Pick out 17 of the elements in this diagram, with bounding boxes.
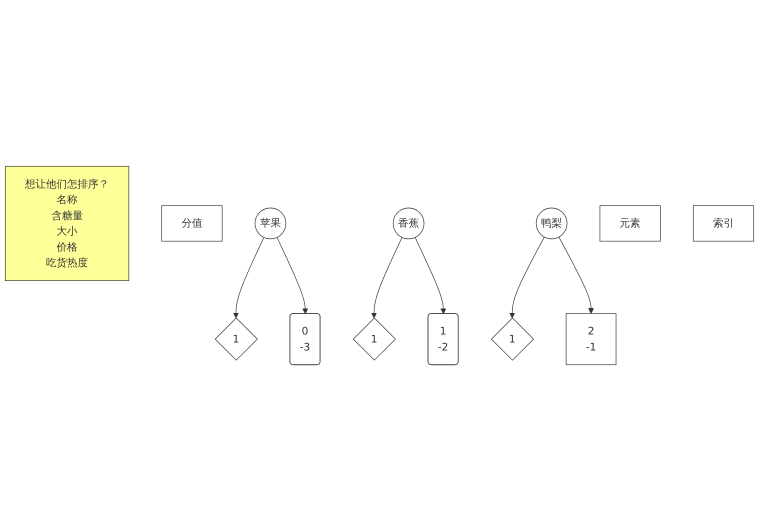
- arrow: [276, 236, 308, 314]
- node-circle: 鸭梨: [536, 207, 568, 239]
- node-circle: 苹果: [254, 207, 286, 239]
- arrow: [371, 236, 402, 318]
- node-box: 想让他们怎排序？ 名称 含糖量 大小 价格 吃货热度: [4, 165, 130, 280]
- arrow: [509, 236, 545, 318]
- node-box: 索引: [692, 204, 754, 241]
- arrow: [558, 236, 594, 314]
- arrow: [233, 236, 264, 318]
- node-box: 2 -1: [566, 312, 616, 365]
- node-diamond: 1: [214, 317, 258, 360]
- node-diamond: 1: [490, 317, 534, 360]
- node-diamond: 1: [352, 317, 396, 360]
- arrow: [414, 236, 446, 314]
- node-circle: 香蕉: [392, 207, 424, 239]
- node-box: 元素: [600, 204, 661, 241]
- node-box: 分值: [161, 204, 222, 241]
